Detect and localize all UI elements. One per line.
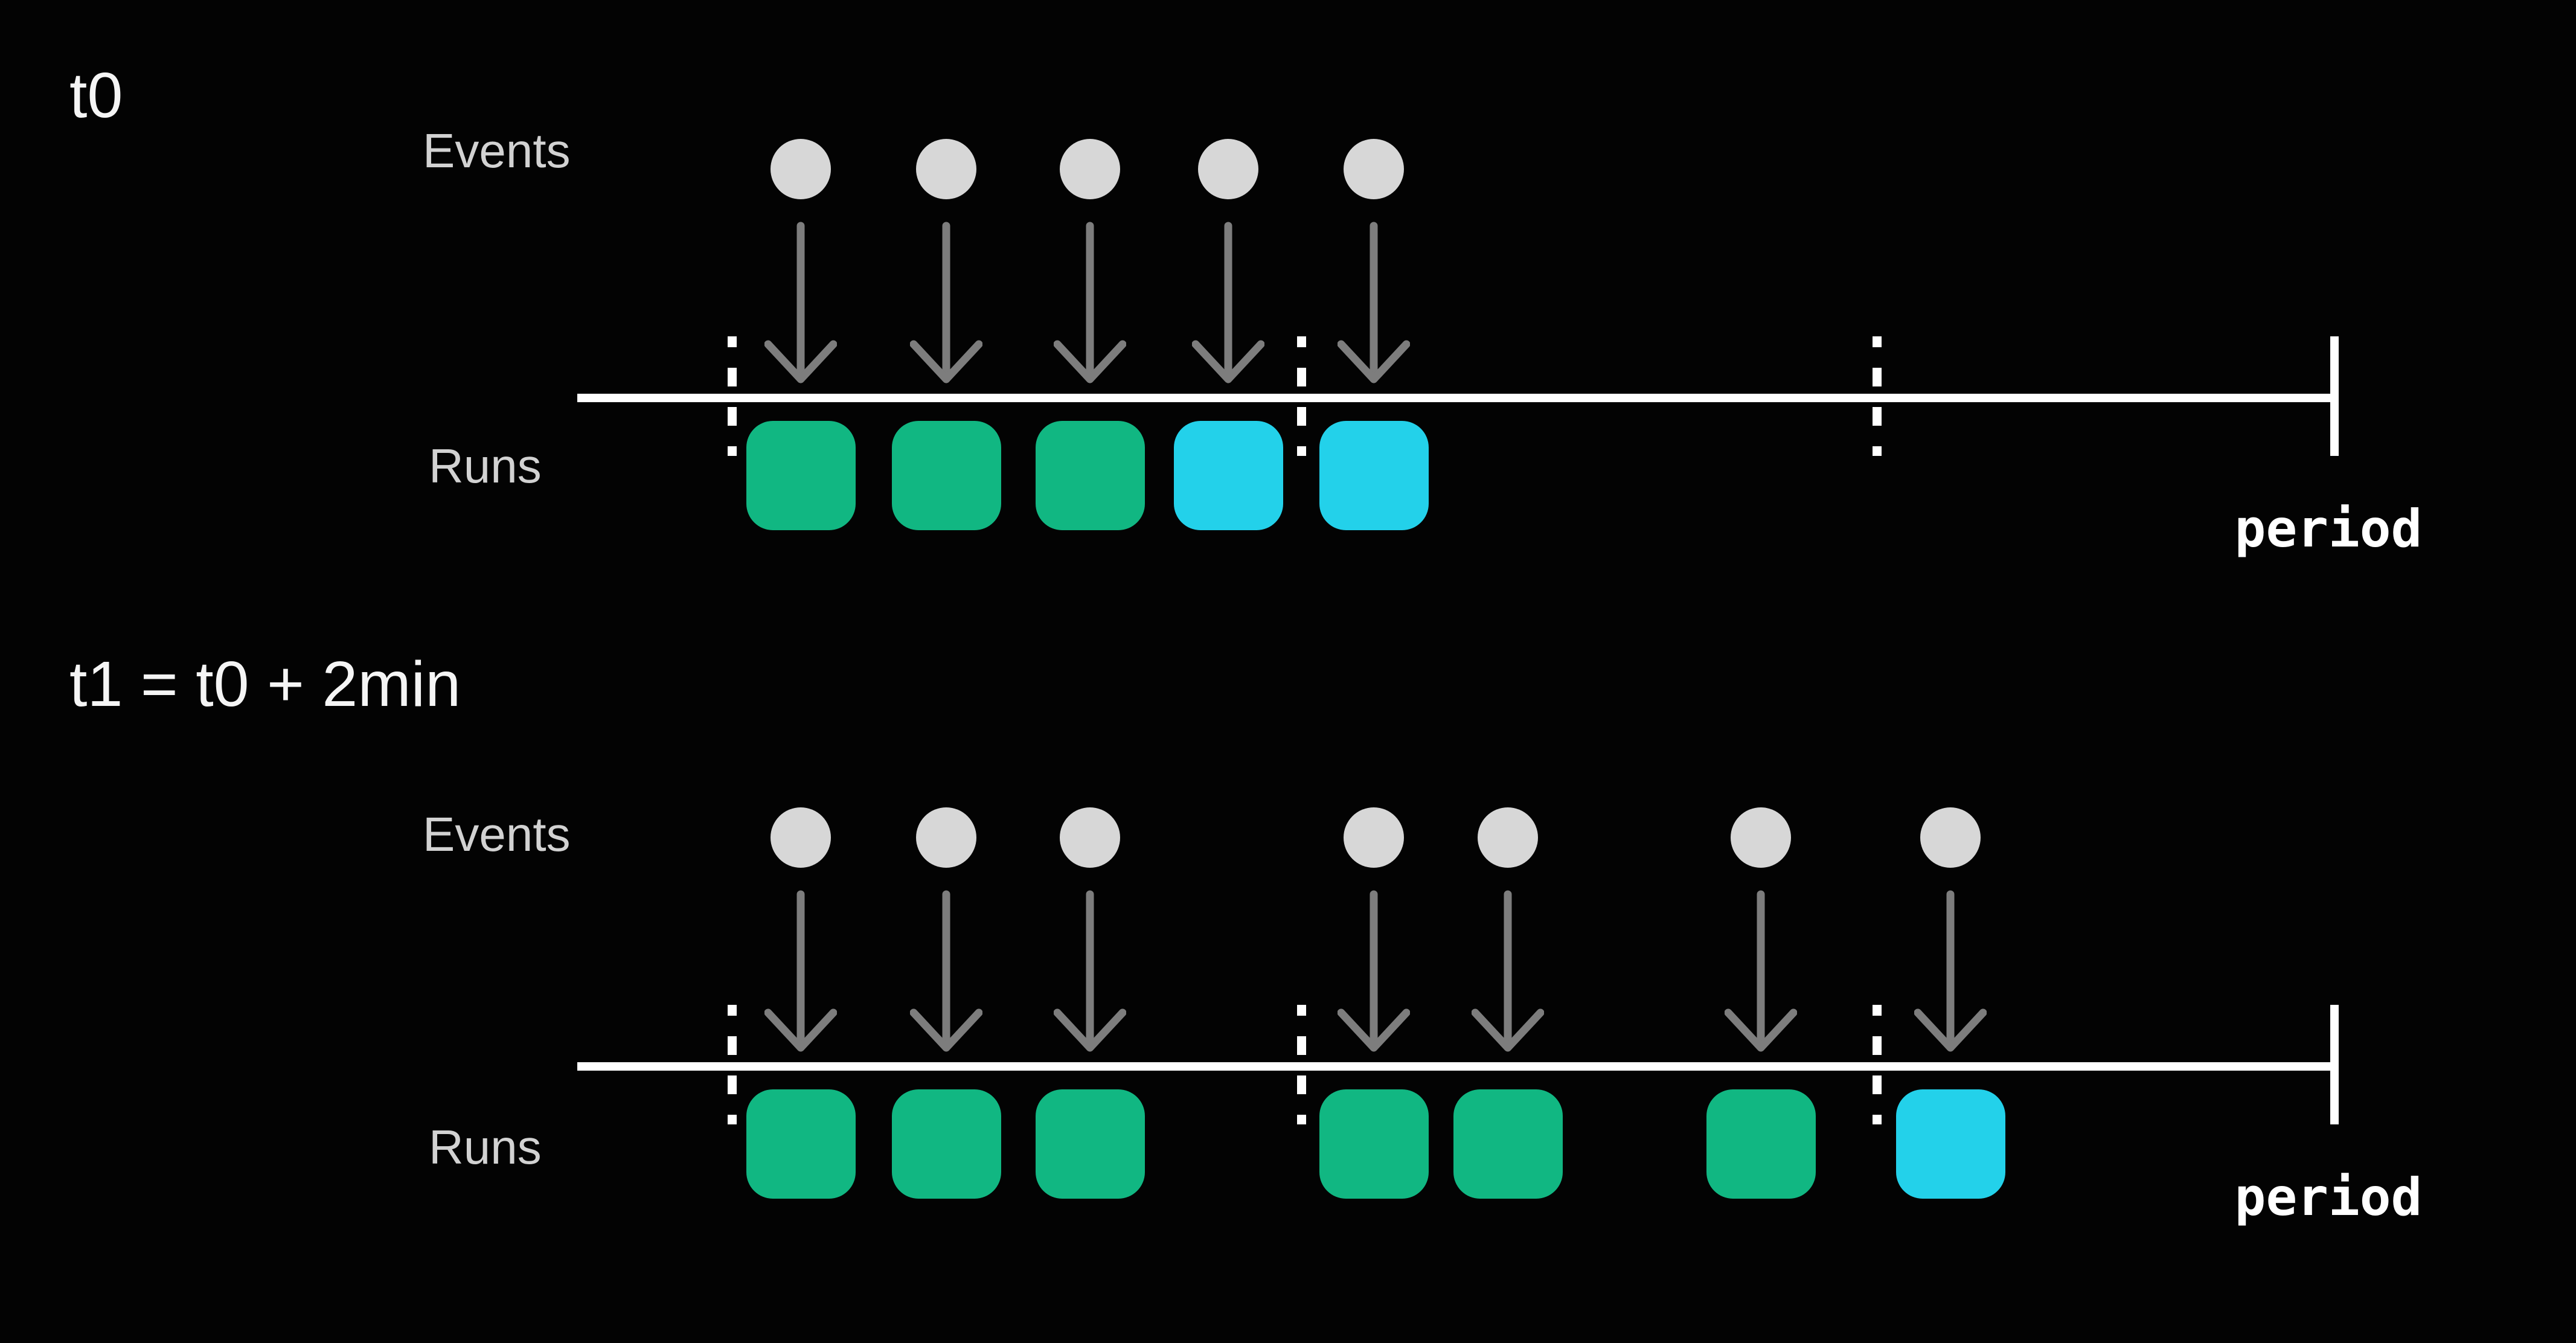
timeline-end-tick [2330,336,2339,456]
arrow-down-icon [1472,890,1544,1052]
run-square [1453,1089,1563,1199]
events-row-label: Events [423,807,571,861]
events-row-label: Events [423,124,571,178]
timeline-line [577,1062,2334,1071]
runs-row-label: Runs [429,1120,542,1174]
event-dot [1731,807,1791,868]
period-tick-dashed [1872,336,1882,456]
run-square [891,1089,1001,1199]
event-dot [1344,807,1404,868]
period-tick-dashed [1296,336,1306,456]
run-square [1706,1089,1816,1199]
run-square [1319,1089,1429,1199]
event-dot [771,807,831,868]
run-square [1319,421,1429,530]
event-dot [1920,807,1981,868]
period-tick-dashed [1872,1005,1882,1124]
event-dot [1060,139,1120,199]
timeline-end-tick [2330,1005,2339,1124]
run-square [891,421,1001,530]
arrow-down-icon [1054,890,1126,1052]
timeline-line [577,394,2334,402]
event-dot [771,139,831,199]
arrow-down-icon [764,222,837,383]
event-dot [916,139,976,199]
arrow-down-icon [764,890,837,1052]
arrow-down-icon [1914,890,1987,1052]
period-tick-dashed [1296,1005,1306,1124]
period-label: period [2234,499,2423,559]
arrow-down-icon [910,890,982,1052]
arrow-down-icon [1338,222,1410,383]
run-square [1035,1089,1145,1199]
arrow-down-icon [910,222,982,383]
run-square [1173,421,1283,530]
arrow-down-icon [1054,222,1126,383]
arrow-down-icon [1725,890,1797,1052]
run-square [746,1089,856,1199]
run-square [1895,1089,2005,1199]
runs-row-label: Runs [429,439,542,493]
period-tick-dashed [727,1005,737,1124]
period-label: period [2234,1167,2423,1228]
event-dot [1344,139,1404,199]
event-dot [1060,807,1120,868]
run-square [1035,421,1145,530]
run-square [746,421,856,530]
event-dot [1198,139,1258,199]
event-dot [916,807,976,868]
arrow-down-icon [1338,890,1410,1052]
arrow-down-icon [1192,222,1264,383]
section-title: t1 = t0 + 2min [69,649,461,720]
event-dot [1478,807,1538,868]
period-tick-dashed [727,336,737,456]
section-title: t0 [69,60,123,131]
